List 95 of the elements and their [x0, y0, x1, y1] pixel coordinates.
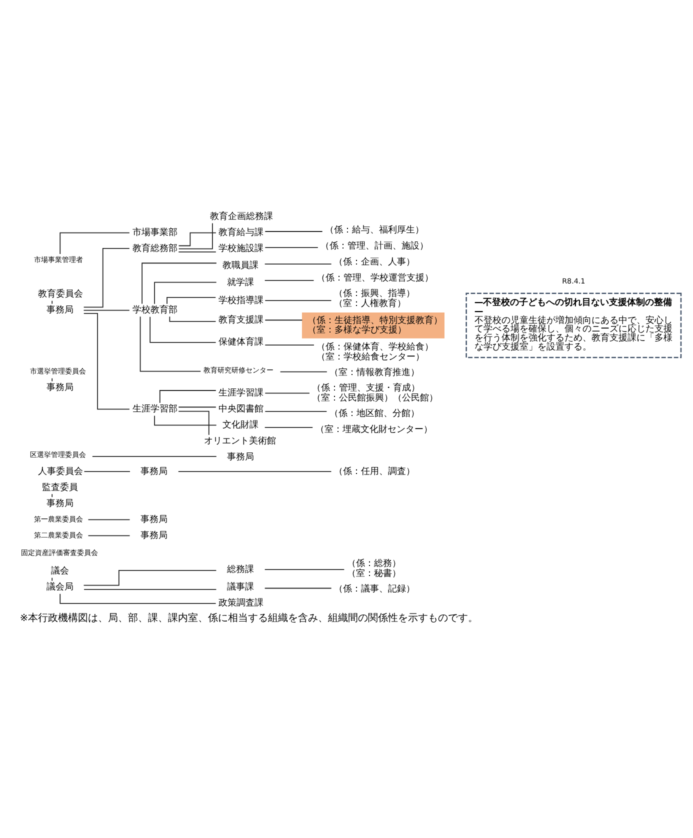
- node-text: 議会: [50, 566, 69, 577]
- node-text: 監査委員: [42, 482, 78, 493]
- connector: [92, 456, 217, 457]
- connector: [88, 535, 130, 536]
- node-text: 学校教育部: [132, 306, 178, 316]
- connector: [52, 378, 53, 382]
- connector: [83, 248, 130, 308]
- connector: [178, 406, 216, 408]
- connector: [150, 316, 216, 343]
- connector: [52, 577, 53, 582]
- node-box: —不登校の子どもへの切れ目ない支援体制の整備— 不登校の児童生徒が増加傾向にある中で、安心して学べる場を確保し、個々のニーズに応じた支援を行う体制を強化するため、教育支援課に「多様な学び支援室」を設置する。: [466, 292, 682, 358]
- node-text: （室：情報教育推進）: [330, 368, 420, 378]
- node-text: （係：保健体育、学校給食） （室：学校給食センター）: [316, 342, 434, 362]
- node-text: （係：管理、支援・育成） （室：公民館振興）（公民館）: [312, 383, 438, 404]
- connector: [264, 247, 318, 248]
- node-text: 事務局: [46, 306, 74, 316]
- node-text: 事務局: [140, 514, 168, 525]
- connector: [264, 320, 303, 321]
- node-text: （係：議事、記録）: [334, 584, 416, 594]
- node-text: 教育委員会: [38, 290, 83, 300]
- node-text: 教職員課: [222, 261, 259, 272]
- label: 固定資産評価審査委員会: [21, 548, 98, 558]
- connector: [88, 519, 130, 520]
- connector: [154, 282, 217, 304]
- node-text: 事務局: [140, 466, 168, 477]
- connector: [264, 280, 314, 281]
- connector: [178, 471, 332, 472]
- node-text: 教育給与課: [218, 228, 264, 238]
- node-text: 就学課: [227, 278, 254, 288]
- node-text: 事務局: [140, 530, 168, 541]
- node-text: （係：任用、調査）: [334, 466, 416, 477]
- connector: [84, 471, 130, 472]
- connector: [169, 316, 216, 322]
- connector: [52, 494, 53, 498]
- node-text: （係：管理、学校運営支援）: [316, 273, 434, 284]
- connector: [264, 231, 323, 232]
- node-text: 第一農業委員会: [34, 514, 83, 524]
- label: R8.4.1: [562, 276, 586, 286]
- node-text: 政策調査課: [218, 598, 264, 609]
- node-text: 第二農業委員会: [34, 530, 83, 540]
- connector: [178, 410, 210, 436]
- connector: [52, 300, 53, 304]
- node-text: （係：企画、人事）: [334, 257, 416, 268]
- node-text: 生涯学習部: [132, 404, 178, 414]
- node-text: 学校施設課: [218, 244, 264, 254]
- connector: [83, 313, 130, 410]
- node-text: 中央図書館: [218, 404, 264, 414]
- node-text: 市場事業管理者: [34, 255, 83, 264]
- node-text: 人事委員会: [38, 466, 83, 477]
- connector: [166, 296, 216, 304]
- connector: [60, 593, 216, 604]
- node-text: 教育研究研修センター: [204, 366, 274, 375]
- node-text: （係：地区館、分館）: [330, 408, 420, 419]
- connector: [264, 392, 310, 394]
- node-text: 事務局: [46, 498, 74, 509]
- caption: ※本行政機構図は、局、部、課、課内室、係に相当する組織を含み、組織間の関係性を示すものです。: [20, 613, 478, 624]
- node-text: 事務局: [46, 383, 74, 394]
- node-text: （係：総務） （室：秘書）: [346, 558, 401, 579]
- node-text: 生涯学習課: [218, 388, 264, 398]
- node-text: （室：埋蔵文化財センター）: [315, 424, 432, 435]
- connector: [264, 300, 332, 301]
- connector: [84, 588, 217, 590]
- connector: [264, 588, 332, 589]
- connector: [178, 232, 216, 246]
- connector: [264, 569, 345, 570]
- connector: [83, 570, 217, 586]
- node-text: オリエント美術館: [204, 436, 276, 446]
- node-text: 議事課: [227, 582, 254, 593]
- node-text: 学校指導課: [218, 296, 264, 306]
- connector: [280, 371, 328, 372]
- node-text: 教育支援課: [218, 315, 264, 326]
- node-text: （係：振興、指導） （室：人権教育）: [334, 289, 416, 309]
- node-text: （係：給与、福利厚生）: [325, 225, 424, 236]
- node-box: （係：生徒指導、特別支援教育） （室：多様な学び支援）: [302, 312, 444, 338]
- connector: [83, 310, 130, 311]
- connector: [264, 410, 328, 412]
- connector: [178, 222, 213, 250]
- node-text: 事務局: [227, 452, 254, 463]
- node-text: 市選挙管理委員会: [30, 366, 86, 376]
- node-text: 教育総務部: [132, 244, 178, 254]
- connector: [140, 316, 202, 372]
- node-text: 教育企画総務課: [210, 212, 273, 222]
- connector: [142, 262, 217, 304]
- node-text: 文化財課: [222, 420, 259, 430]
- node-text: 議会局: [46, 582, 74, 593]
- node-text: （係：管理、計画、施設）: [320, 241, 429, 252]
- connector: [154, 415, 217, 426]
- connector: [60, 232, 130, 254]
- connector: [264, 427, 314, 428]
- connector: [159, 390, 216, 404]
- node-text: 区選挙管理委員会: [30, 450, 86, 460]
- node-text: 保健体育課: [218, 338, 264, 348]
- node-text: 総務課: [227, 564, 254, 575]
- connector: [264, 344, 314, 346]
- node-text: 市場事業部: [132, 228, 178, 238]
